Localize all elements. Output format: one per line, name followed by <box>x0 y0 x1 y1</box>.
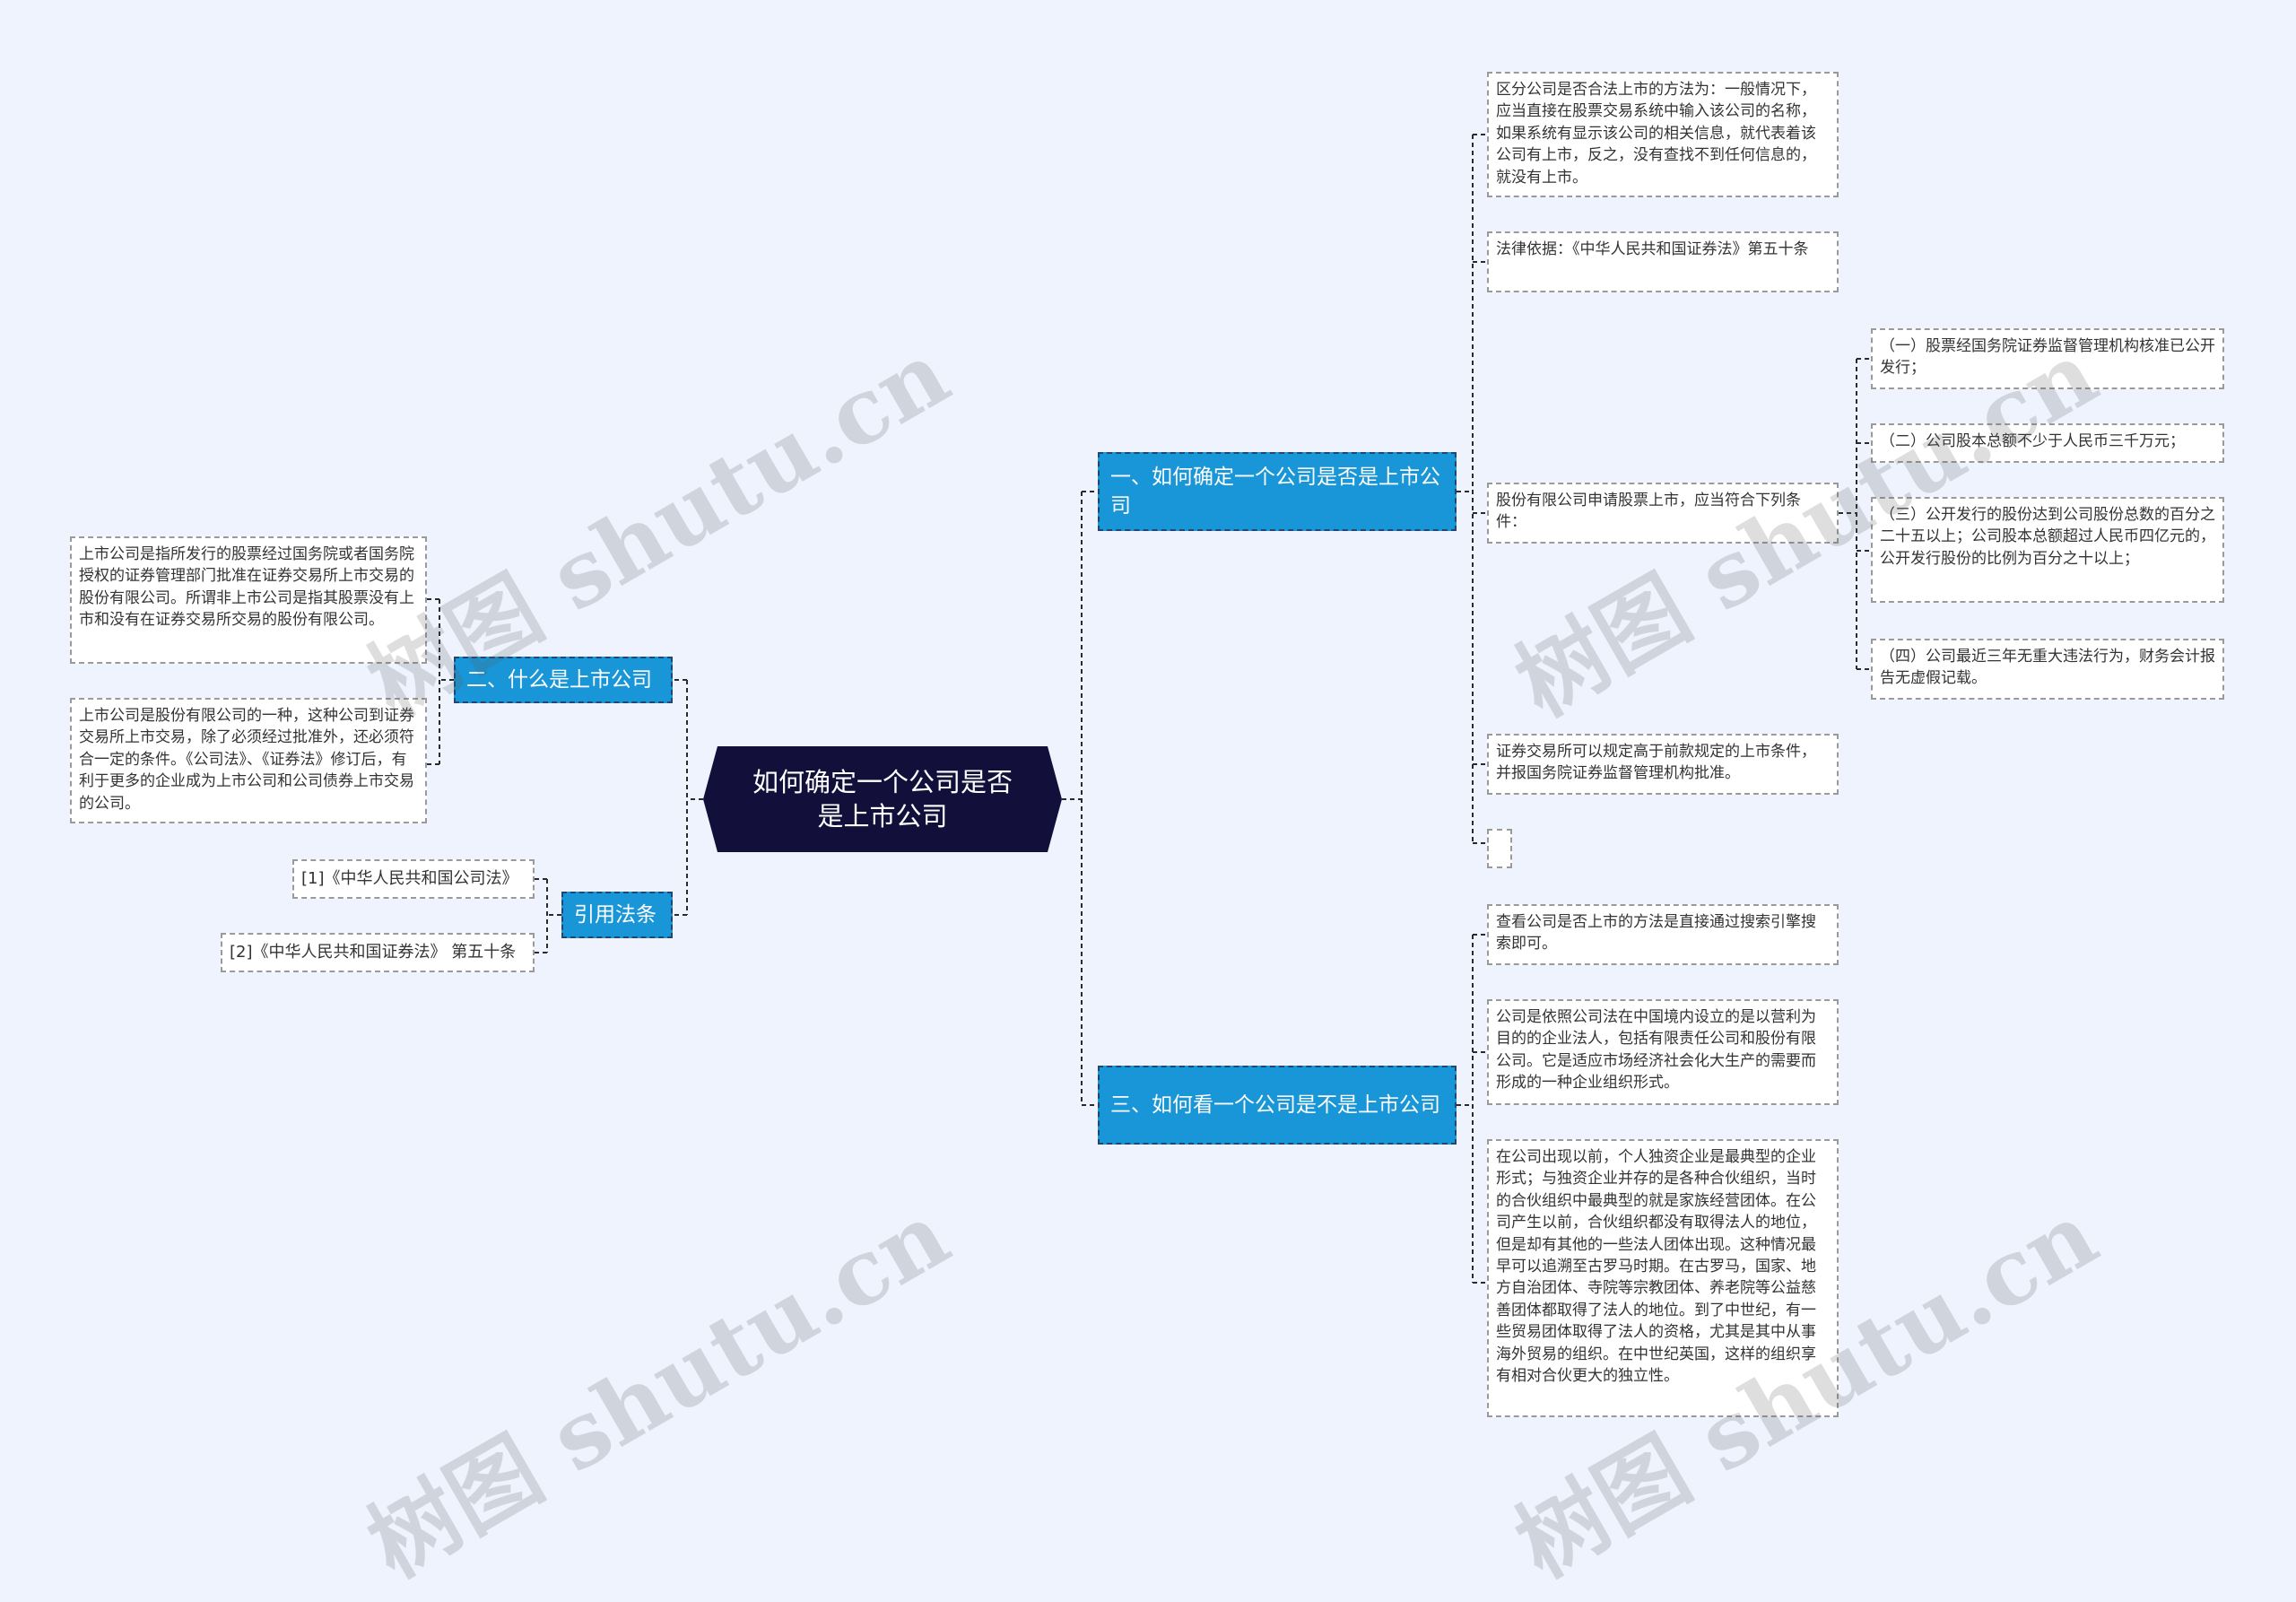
connector-conditions-spine <box>1839 359 1857 669</box>
branch-references[interactable]: 引用法条 <box>561 892 673 938</box>
condition-1[interactable]: （一）股票经国务院证券监督管理机构核准已公开发行； <box>1871 328 2224 389</box>
leaf-listed-company-definition[interactable]: 上市公司是指所发行的股票经过国务院或者国务院授权的证券管理部门批准在证券交易所上… <box>70 536 427 664</box>
reference-company-law[interactable]: [1]《中华人民共和国公司法》 <box>292 859 535 899</box>
branch-how-to-check[interactable]: 三、如何看一个公司是不是上市公司 <box>1098 1066 1457 1145</box>
connector-lines <box>427 134 1871 1284</box>
connector-refs-spine <box>546 879 561 953</box>
leaf-exchange-rules[interactable]: 证券交易所可以规定高于前款规定的上市条件，并报国务院证券监督管理机构批准。 <box>1487 734 1839 795</box>
connector-b2-spine <box>439 599 454 764</box>
leaf-search-engine[interactable]: 查看公司是否上市的方法是直接通过搜索引擎搜索即可。 <box>1487 904 1839 965</box>
connector-b3-spine <box>1457 935 1474 1283</box>
root-topic[interactable]: 如何确定一个公司是否是上市公司 <box>703 746 1062 852</box>
connector-b1-spine <box>1457 135 1474 843</box>
branch-how-to-determine[interactable]: 一、如何确定一个公司是否是上市公司 <box>1098 452 1457 531</box>
condition-4[interactable]: （四）公司最近三年无重大违法行为，财务会计报告无虚假记载。 <box>1871 639 2224 700</box>
leaf-empty[interactable] <box>1487 829 1512 868</box>
leaf-method[interactable]: 区分公司是否合法上市的方法为：一般情况下，应当直接在股票交易系统中输入该公司的名… <box>1487 72 1839 197</box>
branch-what-is-listed-company[interactable]: 二、什么是上市公司 <box>454 657 673 703</box>
leaf-company-definition[interactable]: 公司是依照公司法在中国境内设立的是以营利为目的的企业法人，包括有限责任公司和股份… <box>1487 999 1839 1105</box>
leaf-listing-conditions[interactable]: 股份有限公司申请股票上市，应当符合下列条件： <box>1487 483 1839 544</box>
condition-3[interactable]: （三）公开发行的股份达到公司股份总数的百分之二十五以上；公司股本总额超过人民币四… <box>1871 497 2224 603</box>
condition-2[interactable]: （二）公司股本总额不少于人民币三千万元； <box>1871 423 2224 463</box>
leaf-legal-basis[interactable]: 法律依据：《中华人民共和国证券法》第五十条 <box>1487 231 1839 292</box>
leaf-company-history[interactable]: 在公司出现以前，个人独资企业是最典型的企业形式；与独资企业并存的是各种合伙组织，… <box>1487 1139 1839 1417</box>
leaf-listed-company-conditions[interactable]: 上市公司是股份有限公司的一种，这种公司到证券交易所上市交易，除了必须经过批准外，… <box>70 698 427 823</box>
reference-securities-law[interactable]: [2]《中华人民共和国证券法》 第五十条 <box>221 933 535 972</box>
